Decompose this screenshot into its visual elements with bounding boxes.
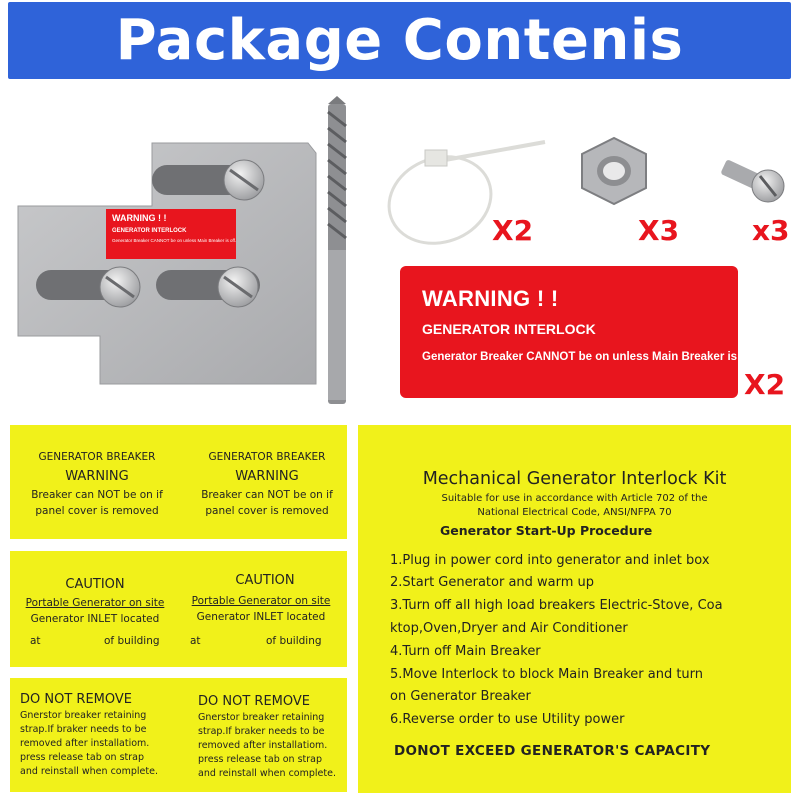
gb-line1-right: Breaker can NOT be on if: [201, 489, 333, 501]
kit-step-6: 6.Reverse order to use Utility power: [390, 712, 625, 727]
caution-building-left: of building: [104, 635, 160, 647]
gb-heading-right: GENERATOR BREAKER: [208, 451, 326, 463]
gb-line2-right: panel cover is removed: [205, 505, 329, 517]
gb-line1-left: Breaker can NOT be on if: [31, 489, 163, 501]
do-not-remove-label: DO NOT REMOVE Gnerstor breaker retaining…: [10, 678, 347, 792]
dnr-line3-right: removed after installatiom.: [198, 740, 328, 751]
nut-quantity: X3: [638, 214, 680, 247]
dnr-line2-left: strap.If braker needs to be: [20, 724, 147, 735]
kit-step-3: 3.Turn off all high load breakers Electr…: [390, 598, 723, 613]
interlock-kit-label: Mechanical Generator Interlock Kit Suita…: [358, 425, 791, 793]
sticker-quantity: X2: [744, 368, 786, 401]
dnr-line1-right: Gnerstor breaker retaining: [198, 712, 325, 723]
warning-sticker-title: WARNING ! !: [422, 286, 559, 311]
dnr-heading-left: DO NOT REMOVE: [20, 692, 132, 707]
kit-step-3-cont: ktop,Oven,Dryer and Air Conditioner: [390, 621, 628, 636]
zip-tie-quantity: X2: [492, 214, 534, 247]
gb-warning-left: WARNING: [65, 469, 129, 484]
title-banner: Package Contenis: [8, 2, 791, 79]
kit-subtitle-2: National Electrical Code, ANSI/NFPA 70: [477, 507, 672, 518]
kit-title: Mechanical Generator Interlock Kit: [422, 469, 727, 489]
screw-quantity: x3: [752, 214, 790, 247]
dnr-heading-right: DO NOT REMOVE: [198, 694, 310, 709]
caution-at-right: at: [190, 635, 201, 647]
dnr-line1-left: Gnerstor breaker retaining: [20, 710, 147, 721]
dnr-line5-right: and reinstall when complete.: [198, 768, 336, 779]
caution-label: CAUTION Portable Generator on site Gener…: [10, 551, 347, 667]
page-title: Package Contenis: [115, 8, 684, 73]
interlock-plate-illustration: [17, 96, 785, 404]
hex-nut: [581, 136, 647, 206]
gb-line2-left: panel cover is removed: [35, 505, 159, 517]
dnr-line2-right: strap.If braker needs to be: [198, 726, 325, 737]
caution-building-right: of building: [266, 635, 322, 647]
caution-heading-left: CAUTION: [65, 577, 125, 592]
dnr-line3-left: removed after installatiom.: [20, 738, 150, 749]
interlock-plate: [17, 142, 317, 385]
kit-subtitle-1: Suitable for use in accordance with Arti…: [441, 493, 708, 504]
kit-step-1: 1.Plug in power cord into generator and …: [390, 553, 710, 568]
gb-heading-left: GENERATOR BREAKER: [38, 451, 156, 463]
caution-line1-right: Portable Generator on site: [191, 595, 331, 607]
drill-bit: [327, 96, 347, 404]
caution-line2-left: Generator INLET located: [30, 613, 160, 625]
kit-step-2: 2.Start Generator and warm up: [390, 575, 595, 590]
plate-sticker-text: Generator Breaker CANNOT be on unless Ma…: [112, 238, 237, 243]
plate-warning-sticker: WARNING ! ! GENERATOR INTERLOCK Generato…: [106, 209, 236, 259]
gb-warning-right: WARNING: [235, 469, 299, 484]
caution-line2-right: Generator INLET located: [196, 611, 326, 623]
plate-sticker-title: WARNING ! !: [112, 213, 167, 223]
warning-sticker-subtitle: GENERATOR INTERLOCK: [422, 321, 596, 337]
kit-step-5-cont: on Generator Breaker: [390, 689, 531, 704]
kit-procedure-heading: Generator Start-Up Procedure: [440, 523, 653, 538]
plate-screw-right: [217, 266, 259, 308]
kit-step-4: 4.Turn off Main Breaker: [390, 644, 541, 659]
warning-sticker: WARNING ! ! GENERATOR INTERLOCK Generato…: [400, 266, 759, 398]
generator-breaker-label: GENERATOR BREAKER WARNING Breaker can NO…: [10, 425, 347, 539]
kit-footer: DONOT EXCEED GENERATOR'S CAPACITY: [394, 743, 711, 759]
caution-heading-right: CAUTION: [235, 573, 295, 588]
plate-screw-top: [223, 159, 265, 201]
caution-at-left: at: [30, 635, 41, 647]
kit-step-5: 5.Move Interlock to block Main Breaker a…: [390, 667, 704, 682]
dnr-line4-right: press release tab on strap: [198, 754, 323, 765]
caution-line1-left: Portable Generator on site: [25, 597, 165, 609]
dnr-line5-left: and reinstall when complete.: [20, 766, 158, 777]
dnr-line4-left: press release tab on strap: [20, 752, 145, 763]
zip-tie: [387, 140, 546, 245]
plate-screw-left: [99, 266, 141, 308]
warning-sticker-text: Generator Breaker CANNOT be on unless Ma…: [422, 351, 759, 363]
shoulder-screw: [721, 160, 785, 203]
plate-sticker-subtitle: GENERATOR INTERLOCK: [112, 228, 187, 234]
